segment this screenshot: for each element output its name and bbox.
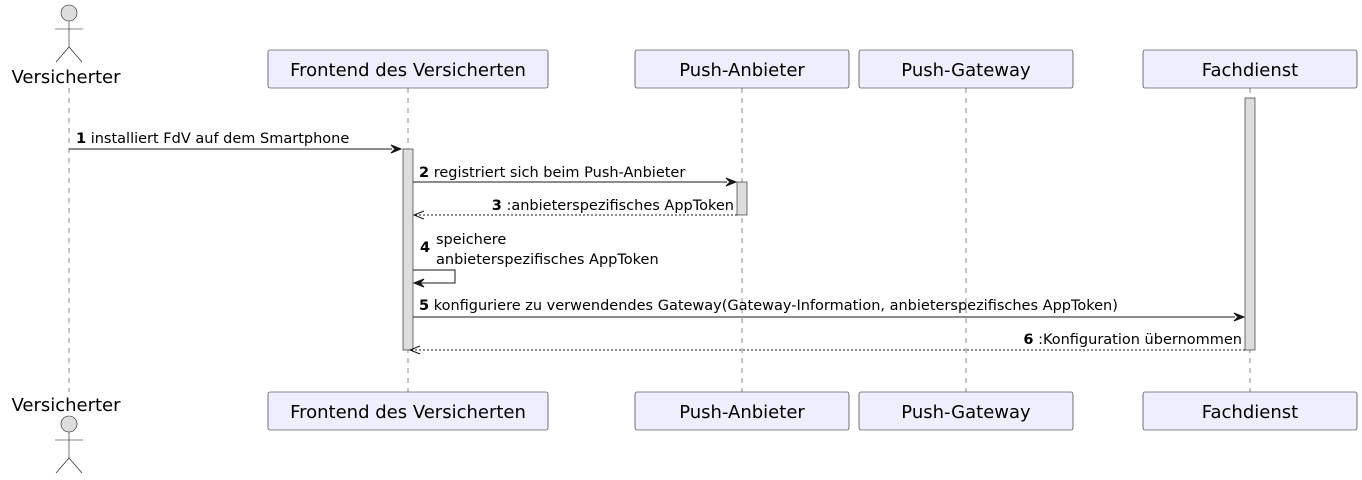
message-label: registriert sich beim Push-Anbieter (434, 165, 686, 181)
svg-text:2 registriert sich beim Push-A: 2 registriert sich beim Push-Anbieter (419, 165, 685, 181)
actor-head-icon (60, 415, 78, 433)
participant-box-push-anbieter (634, 49, 850, 89)
participant-boxes-top: Frontend des Versicherten Push-Anbieter … (267, 49, 1358, 89)
arrowhead (1233, 312, 1246, 322)
message-3: 3 :anbieterspezifisches AppToken (412, 198, 737, 220)
message-number: 2 (419, 165, 429, 181)
message-label: :Konfiguration übernommen (1038, 332, 1242, 348)
activation-fdv (402, 148, 414, 351)
message-number: 5 (419, 298, 429, 314)
arrowhead (412, 278, 425, 288)
message-label-line-2: anbieterspezifisches AppToken (436, 252, 659, 268)
participant-label-push-anbieter: Push-Anbieter (679, 60, 805, 81)
participant-box-fdv (267, 391, 549, 431)
message-1: 1 installiert FdV auf dem Smartphone (69, 131, 403, 154)
svg-text:3 :anbieterspezifisches AppTok: 3 :anbieterspezifisches AppToken (492, 198, 734, 214)
message-label: installiert FdV auf dem Smartphone (91, 131, 350, 147)
activation-push-anbieter (736, 181, 748, 216)
actor-head-icon (60, 4, 78, 22)
activation-fachdienst (1244, 97, 1256, 351)
participant-label-push-anbieter: Push-Anbieter (679, 402, 805, 423)
message-2: 2 registriert sich beim Push-Anbieter (413, 165, 738, 187)
message-label-line-1: speichere (436, 232, 506, 248)
participant-box-push-gateway (858, 49, 1074, 89)
svg-text:anbieterspezifisches AppToken: anbieterspezifisches AppToken (436, 252, 659, 268)
svg-text:5 konfiguriere zu verwendendes: 5 konfiguriere zu verwendendes Gateway(G… (419, 298, 1118, 314)
arrowhead (408, 345, 421, 355)
actor-versicherter-bottom: Versicherter (11, 395, 121, 474)
message-number: 1 (76, 131, 86, 147)
message-label: konfiguriere zu verwendendes Gateway(Gat… (434, 298, 1118, 314)
message-number: 6 (1023, 332, 1033, 348)
actor-versicherter-top: Versicherter (11, 4, 121, 88)
message-5: 5 konfiguriere zu verwendendes Gateway(G… (413, 298, 1246, 322)
participant-label-push-gateway: Push-Gateway (901, 402, 1031, 423)
participant-box-push-anbieter (634, 391, 850, 431)
svg-text:1 installiert FdV auf dem Smar: 1 installiert FdV auf dem Smartphone (76, 131, 349, 147)
message-label: :anbieterspezifisches AppToken (506, 198, 734, 214)
participant-label-fachdienst: Fachdienst (1202, 402, 1298, 423)
activations (402, 97, 1256, 351)
message-6: 6 :Konfiguration übernommen (408, 332, 1245, 355)
participant-box-fdv (267, 49, 549, 89)
participant-box-push-gateway (858, 391, 1074, 431)
participant-label-fdv: Frontend des Versicherten (290, 402, 526, 423)
message-number: 4 (420, 240, 430, 256)
participant-box-fachdienst (1142, 391, 1358, 431)
arrowhead (412, 210, 425, 220)
participant-label-fachdienst: Fachdienst (1202, 60, 1298, 81)
arrowhead (390, 144, 403, 154)
participant-label-push-gateway: Push-Gateway (901, 60, 1031, 81)
svg-text:speichere: speichere (436, 232, 506, 248)
participant-box-fachdienst (1142, 49, 1358, 89)
actor-label-bottom: Versicherter (11, 395, 121, 416)
message-number: 3 (492, 198, 502, 214)
svg-text:4: 4 (420, 240, 430, 256)
svg-text:6 :Konfiguration übernommen: 6 :Konfiguration übernommen (1023, 332, 1242, 348)
actor-label-top: Versicherter (11, 67, 121, 88)
participant-label-fdv: Frontend des Versicherten (290, 60, 526, 81)
arrowhead (725, 177, 738, 187)
message-4: 4 speichere anbieterspezifisches AppToke… (412, 232, 659, 288)
participant-boxes-bottom: Frontend des Versicherten Push-Anbieter … (267, 391, 1358, 431)
messages: 1 installiert FdV auf dem Smartphone 2 r… (69, 131, 1246, 355)
